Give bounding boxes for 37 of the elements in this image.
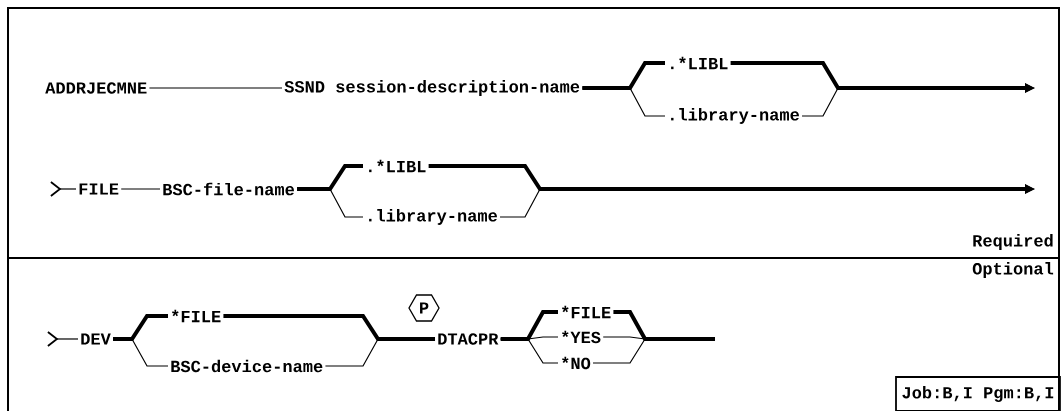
syntax-keyword: .library-name	[671, 108, 799, 124]
arrow	[499, 184, 1035, 218]
syntax-keyword: .*LIBL	[671, 56, 728, 70]
syntax-line	[120, 188, 161, 190]
section-label: Required	[973, 234, 1053, 250]
syntax-keyword: .library-name	[369, 209, 497, 225]
syntax-line	[592, 338, 716, 364]
syntax-keyword: BSC-device-name	[171, 359, 323, 373]
syntax-keyword: BSC-file-name	[163, 182, 294, 196]
syntax-keyword: *YES	[562, 330, 601, 344]
syntax-keyword: SSND session-description-name	[284, 80, 580, 96]
syntax-keyword: ADDRJECMNE	[45, 82, 147, 94]
syntax-line	[296, 188, 364, 218]
continuation-line	[47, 331, 79, 347]
syntax-line	[581, 87, 666, 117]
continuation-line	[50, 181, 77, 197]
info-box: Job:B,I Pgm:B,I	[895, 376, 1061, 411]
section-label: Optional	[972, 262, 1054, 278]
syntax-keyword: DEV	[81, 333, 111, 345]
syntax-line	[613, 310, 715, 341]
syntax-line	[297, 164, 363, 191]
syntax-line	[112, 338, 169, 367]
syntax-line	[582, 61, 665, 90]
syntax-keyword: *NO	[562, 356, 591, 370]
syntax-line	[500, 338, 559, 364]
syntax-line	[223, 314, 435, 341]
syntax-keyword: FILE	[79, 183, 119, 195]
syntax-keyword: .*LIBL	[369, 159, 426, 173]
syntax-line	[113, 314, 168, 341]
syntax-keyword: DTACPR	[438, 333, 499, 345]
syntax-line	[148, 87, 283, 89]
syntax-line	[500, 310, 558, 341]
syntax-keyword: *FILE	[172, 309, 221, 323]
syntax-line	[324, 338, 436, 367]
parameter-hexagon: P	[408, 294, 440, 322]
arrow	[801, 83, 1035, 117]
syntax-keyword: *FILE	[562, 305, 611, 319]
